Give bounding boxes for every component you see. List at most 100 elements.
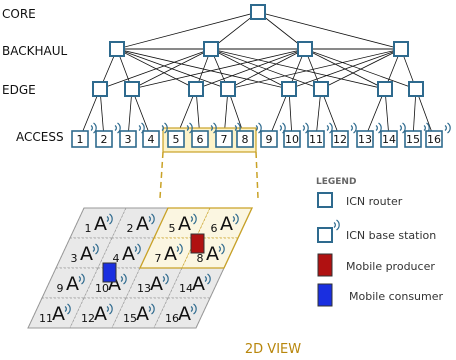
mobile-producer: [190, 233, 205, 254]
access-node-number: 10: [285, 133, 299, 146]
base-station-icon: A: [178, 213, 191, 235]
coverage-cell: A13: [125, 267, 183, 299]
access-node: 2: [95, 122, 121, 148]
legend: LEGEND ICN router ICN base station Mobil…: [316, 177, 444, 307]
edge-router: [92, 81, 108, 97]
coverage-cell: A14: [167, 267, 225, 299]
cell-number: 14: [179, 282, 193, 295]
base-station-legend-icon: [317, 227, 333, 243]
access-node-number: 15: [406, 133, 420, 146]
coverage-cell: A3: [55, 237, 113, 269]
base-station-icon: A: [52, 303, 65, 325]
access-node-number: 11: [309, 133, 323, 146]
edge-router: [313, 81, 329, 97]
cell-number: 10: [95, 282, 109, 295]
projection-line-right: [255, 151, 259, 199]
base-station-icon: A: [150, 273, 163, 295]
access-node: 7: [215, 122, 241, 148]
icn-routers: [92, 4, 424, 97]
access-node-number: 12: [333, 133, 347, 146]
access-node-number: 13: [358, 133, 372, 146]
core-router: [250, 4, 266, 20]
base-station-icon: A: [206, 243, 219, 265]
cell-number: 5: [169, 222, 176, 235]
edge-router: [281, 81, 297, 97]
access-node: 1: [71, 122, 97, 148]
base-station-icon: A: [178, 303, 191, 325]
access-node-number: 9: [266, 133, 273, 146]
access-node: 11: [307, 122, 333, 148]
view-caption: 2D VIEW: [245, 342, 301, 357]
legend-base-station-label: ICN base station: [346, 229, 436, 242]
selected-cells-border: [138, 207, 254, 269]
access-node: 12: [331, 122, 357, 148]
base-station-icon: A: [192, 273, 205, 295]
base-station-icon: A: [122, 243, 135, 265]
access-node: 10: [283, 122, 309, 148]
access-node: 9: [260, 122, 286, 148]
coverage-cell: A5: [153, 207, 211, 239]
backhaul-router: [297, 41, 313, 57]
access-node-number: 2: [101, 133, 108, 146]
base-station-icon: A: [94, 213, 107, 235]
access-node-number: 4: [148, 133, 155, 146]
base-station-icon: A: [164, 243, 177, 265]
access-node: 14: [380, 122, 406, 148]
consumer-legend-icon: [317, 283, 333, 307]
access-node: 15: [404, 122, 430, 148]
legend-router-label: ICN router: [346, 195, 403, 208]
router-legend-icon: [317, 192, 333, 208]
access-node: 3: [119, 122, 145, 148]
cell-number: 16: [165, 312, 179, 325]
legend-producer-label: Mobile producer: [346, 260, 435, 273]
cell-number: 8: [197, 252, 204, 265]
access-node-number: 3: [125, 133, 132, 146]
edge-router: [408, 81, 424, 97]
wireless-signal-icon: [333, 219, 340, 231]
base-station-icon: A: [220, 213, 233, 235]
coverage-cell: A11: [27, 297, 85, 329]
network-links: [79, 11, 435, 139]
cell-number: 13: [137, 282, 151, 295]
cell-number: 7: [155, 252, 162, 265]
cell-number: 9: [57, 282, 64, 295]
access-node-number: 6: [197, 133, 204, 146]
coverage-cell: A12: [69, 297, 127, 329]
legend-consumer-label: Mobile consumer: [349, 290, 444, 303]
access-node: 8: [236, 122, 262, 148]
cell-number: 3: [71, 252, 78, 265]
access-node-number: 16: [427, 133, 441, 146]
coverage-cell: A4: [97, 237, 155, 269]
coverage-cell: A15: [111, 297, 169, 329]
mobile-consumer: [102, 262, 117, 283]
edge-router: [220, 81, 236, 97]
cell-number: 12: [81, 312, 95, 325]
projection-line-left: [159, 151, 164, 199]
coverage-cell: A2: [111, 207, 169, 239]
access-node: 13: [356, 122, 382, 148]
backhaul-router: [393, 41, 409, 57]
base-station-icon: A: [80, 243, 93, 265]
backhaul-router: [203, 41, 219, 57]
cell-number: 6: [211, 222, 218, 235]
backhaul-tier-label: BACKHAUL: [2, 44, 67, 58]
access-node-number: 1: [77, 133, 84, 146]
cell-number: 2: [127, 222, 134, 235]
base-station-icon: A: [136, 213, 149, 235]
edge-tier-label: EDGE: [2, 83, 36, 97]
access-node: 5: [167, 122, 193, 148]
legend-title: LEGEND: [316, 177, 356, 187]
base-station-icon: A: [66, 273, 79, 295]
edge-router: [124, 81, 140, 97]
edge-router: [188, 81, 204, 97]
wireless-signal-icon: [350, 122, 357, 134]
access-node-number: 14: [382, 133, 396, 146]
access-node: 6: [191, 122, 217, 148]
base-station-icon: A: [136, 303, 149, 325]
cell-number: 4: [113, 252, 120, 265]
coverage-cell: A16: [153, 297, 211, 329]
access-node: 4: [142, 122, 168, 148]
